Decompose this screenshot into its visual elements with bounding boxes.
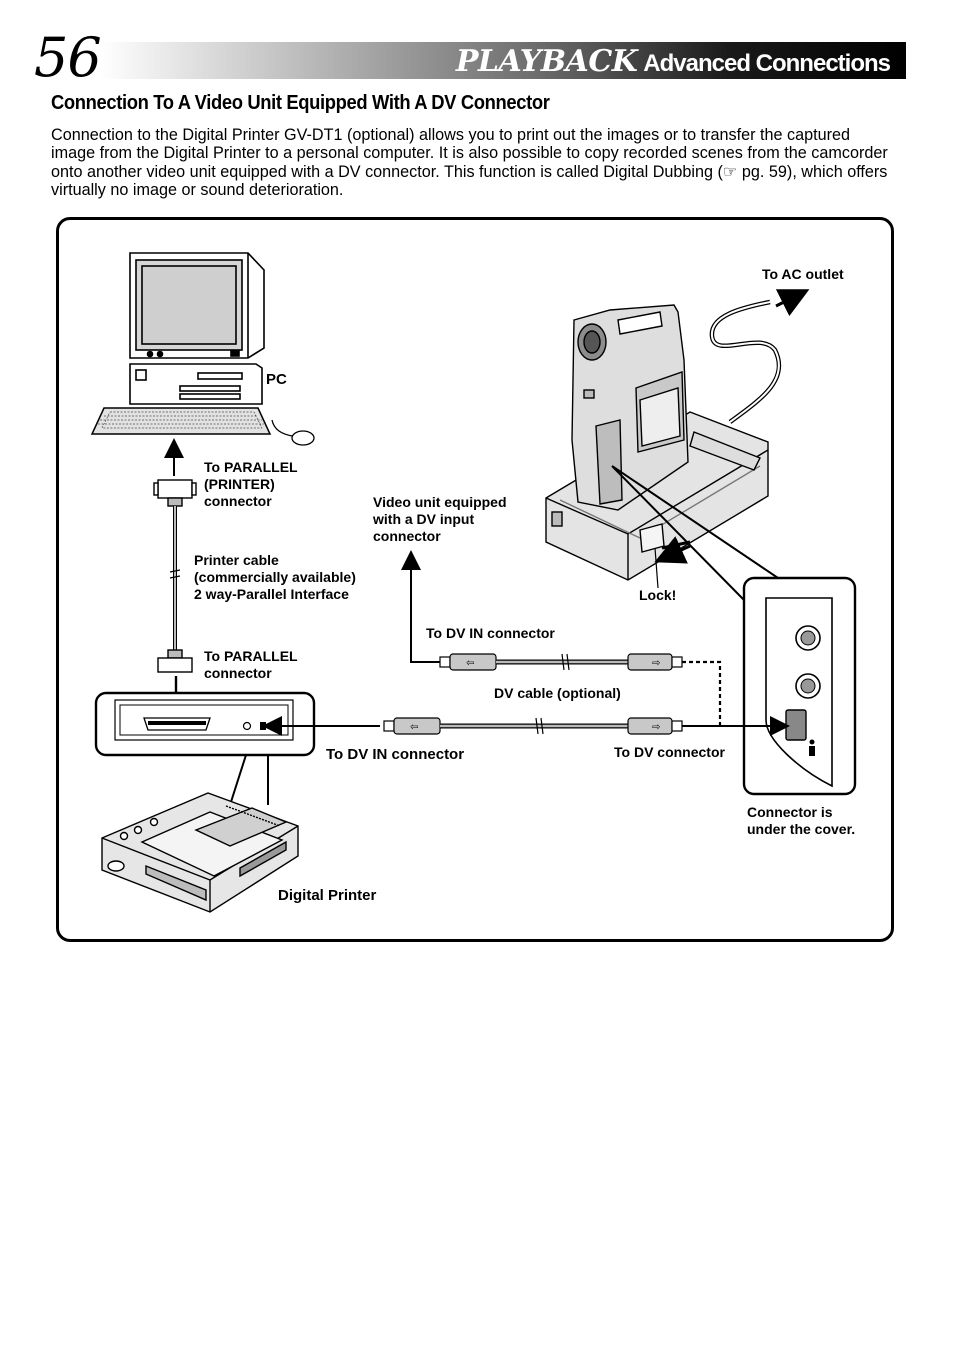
label-to-ac-outlet: To AC outlet [762,266,844,282]
arrow-icon [654,536,691,564]
label-line: To PARALLEL [204,648,298,664]
pc-monitor-icon [129,252,265,405]
intro-paragraph: Connection to the Digital Printer GV-DT1… [51,126,891,199]
label-line: with a DV input [373,511,475,527]
digital-printer-label: Digital Printer [278,887,377,904]
label-to-parallel: To PARALLEL connector [204,648,298,682]
label-video-unit: Video unit equipped with a DV input conn… [373,494,507,545]
label-to-dv-connector: To DV connector [614,744,725,760]
dv-plug-icon: ⇨ [627,717,683,735]
svg-text:⇦: ⇦ [410,722,418,733]
label-line: under the cover. [747,821,856,837]
label-line: connector [204,665,272,681]
pc-label: PC [266,371,287,388]
label-to-dv-in-top: To DV IN connector [426,625,555,641]
label-lock: Lock! [639,587,677,603]
dv-plug-icon: ⇦ [439,653,497,671]
label-line: 2 way-Parallel Interface [194,586,349,602]
label-line: To PARALLEL [204,459,298,475]
label-connector-cover: Connector is under the cover. [747,804,855,838]
page-number: 56 [34,26,102,89]
label-line: connector [373,528,441,544]
label-line: (commercially available) [194,569,356,585]
parallel-plug-icon [157,649,193,673]
arrow-icon [775,289,810,317]
keyboard-icon [90,407,272,435]
header-bar [100,42,906,79]
diagram-frame [56,217,894,942]
header-section-main: PLAYBACK [455,44,638,79]
page-reference-icon: ☞ [722,162,738,181]
svg-text:⇨: ⇨ [652,658,660,669]
intro-text-1: Connection to the Digital Printer GV-DT1… [51,126,888,181]
header-section-sub: Advanced Connections [643,50,891,77]
label-line: (PRINTER) [204,476,275,492]
label-to-parallel-printer: To PARALLEL (PRINTER) connector [204,459,298,510]
label-to-dv-in-bottom: To DV IN connector [326,746,465,763]
label-dv-cable: DV cable (optional) [494,685,621,701]
svg-text:⇨: ⇨ [652,722,660,733]
label-printer-cable: Printer cable (commercially available) 2… [194,552,356,603]
camcorder-icon [571,304,689,511]
dv-plug-icon: ⇦ [383,717,441,735]
label-line: connector [204,493,272,509]
digital-printer-icon [101,792,299,913]
svg-text:⇦: ⇦ [466,658,474,669]
section-title: Connection To A Video Unit Equipped With… [51,92,550,114]
label-line: Printer cable [194,552,279,568]
label-line: Connector is [747,804,833,820]
label-line: Video unit equipped [373,494,507,510]
intro-text-2: pg. 59), which offers virtually no image… [51,162,888,199]
dv-plug-icon: ⇨ [627,653,683,671]
parallel-plug-icon [153,479,197,507]
mouse-icon [271,419,315,446]
